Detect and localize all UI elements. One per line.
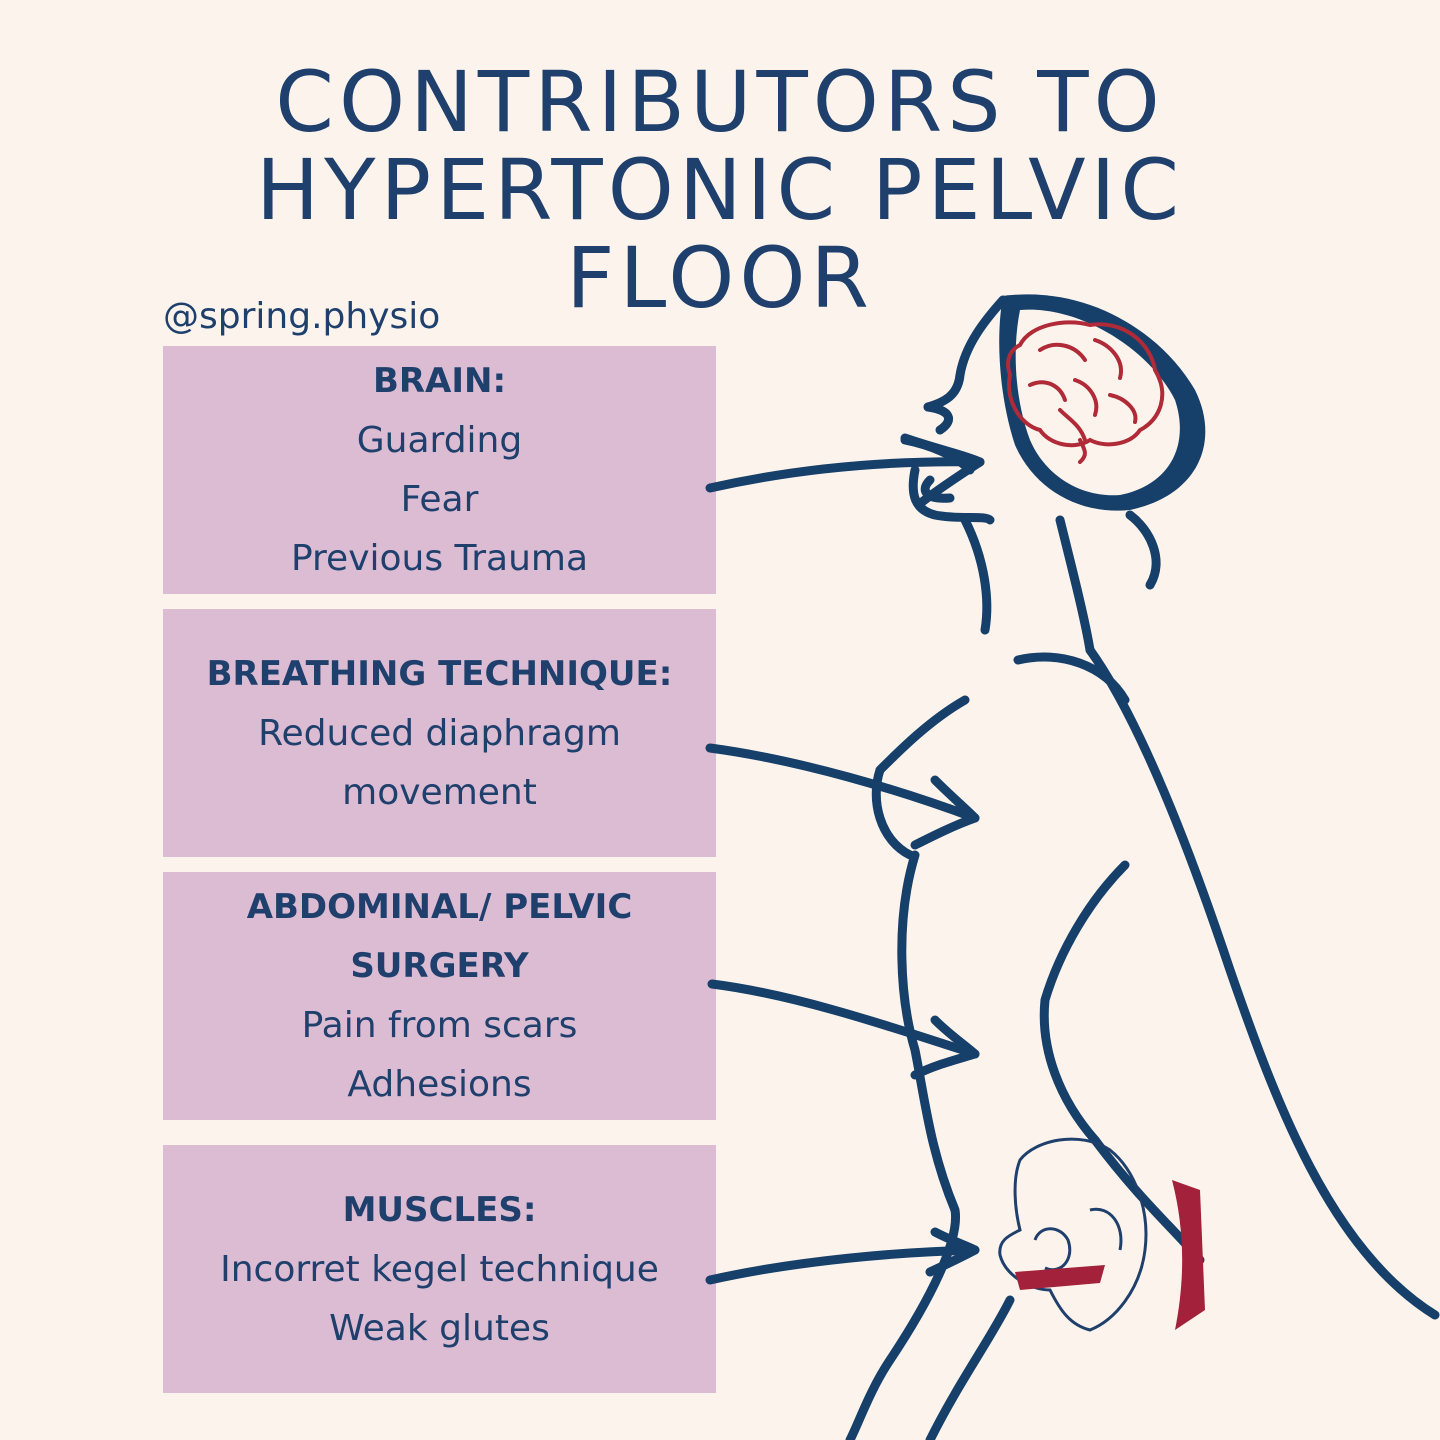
nose-outline <box>923 402 953 435</box>
title-line-2: HYPERTONIC PELVIC <box>255 141 1185 239</box>
brain-box: BRAIN: Guarding Fear Previous Trauma <box>163 346 716 594</box>
breathing-box: BREATHING TECHNIQUE: Reduced diaphragm m… <box>163 609 716 857</box>
hair-bun <box>1125 510 1161 590</box>
social-handle: @spring.physio <box>163 296 441 337</box>
arrow-brain-head <box>900 433 985 507</box>
chin-outline <box>908 465 995 525</box>
pelvis-icon <box>998 1137 1148 1332</box>
muscles-line-1: Incorret kegel technique <box>220 1248 659 1290</box>
glute-muscle <box>1172 1180 1205 1330</box>
brain-line-fear: Fear <box>400 479 479 520</box>
brain-heading: BRAIN: <box>372 361 507 401</box>
arrow-surgery <box>707 979 980 1059</box>
brain-icon <box>1006 320 1165 464</box>
surgery-heading-line-2: SURGERY <box>350 946 529 986</box>
arrow-breathing <box>705 743 980 823</box>
back-outline <box>1085 645 1440 1320</box>
neck-back-outline <box>1055 515 1095 655</box>
forehead-outline <box>923 295 1008 412</box>
pelvic-floor-muscle <box>1015 1265 1105 1290</box>
torso-front-outline <box>845 850 961 1440</box>
chest-outline <box>875 695 970 775</box>
muscles-heading: MUSCLES: <box>342 1189 537 1230</box>
breathing-line-2: movement <box>342 771 537 813</box>
surgery-heading-line-1: ABDOMINAL/ PELVIC <box>246 887 633 927</box>
title-line-1: CONTRIBUTORS TO <box>275 53 1165 151</box>
breathing-heading: BREATHING TECHNIQUE: <box>206 653 673 694</box>
arrow-muscles <box>705 1245 980 1285</box>
brain-line-guarding: Guarding <box>356 420 523 461</box>
arrow-surgery-head <box>910 1015 980 1080</box>
muscles-line-2: Weak glutes <box>329 1307 550 1349</box>
muscles-box: MUSCLES: Incorret kegel technique Weak g… <box>163 1145 716 1393</box>
arrow-muscles-head <box>925 1227 980 1277</box>
surgery-line-1: Pain from scars <box>301 1005 578 1046</box>
surgery-line-2: Adhesions <box>347 1064 532 1105</box>
title-line-3: FLOOR <box>566 229 874 327</box>
arrow-brain <box>705 457 985 493</box>
page-title: CONTRIBUTORS TO HYPERTONIC PELVIC FLOOR <box>0 58 1440 322</box>
brain-line-trauma: Previous Trauma <box>290 538 589 579</box>
leg-outline <box>925 1295 1015 1440</box>
throat-outline <box>960 515 992 635</box>
arrow-breathing-head <box>910 775 980 850</box>
breast-outline <box>871 765 915 860</box>
surgery-box: ABDOMINAL/ PELVIC SURGERY Pain from scar… <box>163 872 716 1120</box>
breathing-line-1: Reduced diaphragm <box>258 712 621 754</box>
belly-inner-outline <box>1039 860 1130 1145</box>
